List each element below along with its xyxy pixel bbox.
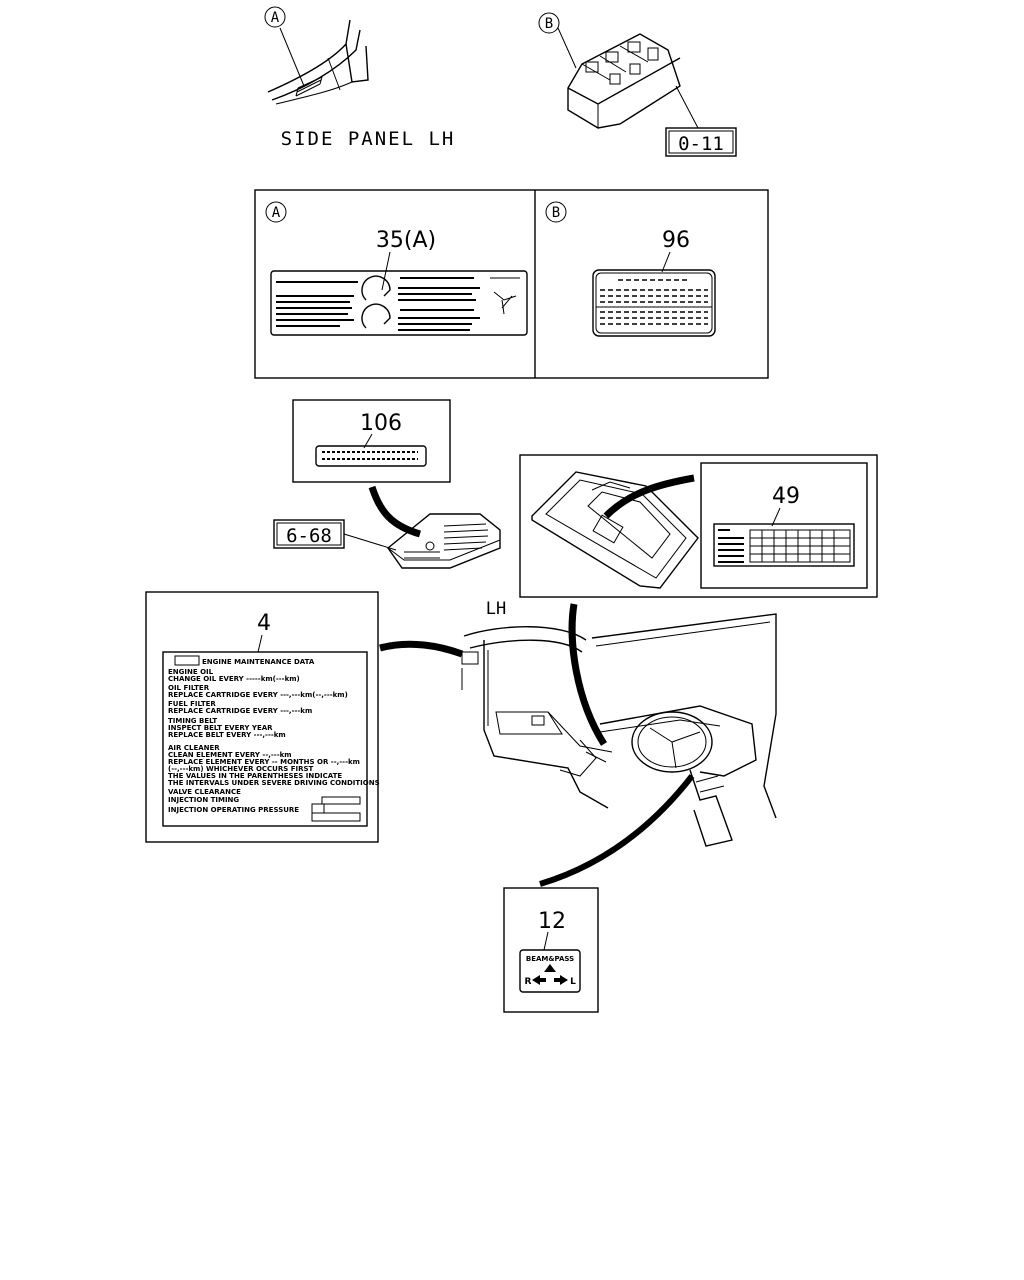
label-4-line: ENGINE OIL (168, 668, 214, 676)
ref-6-68-inner (276, 522, 342, 546)
callout-b-circle-panel (545, 201, 567, 223)
side-panel-sketch (267, 19, 369, 105)
part-96-leader (661, 251, 671, 273)
part-49-leader (771, 507, 781, 527)
ref-0-11: 0-11 (678, 133, 724, 155)
callout-b-top: B (545, 16, 553, 32)
label-4-border (162, 651, 368, 827)
pointer-4 (379, 640, 464, 658)
label-4-line: INJECTION OPERATING PRESSURE (168, 806, 299, 814)
ref-6-68-leader (343, 533, 397, 551)
label-96-graphic (592, 269, 716, 337)
labels-panel (254, 189, 769, 379)
part-4-number: 4 (257, 611, 271, 636)
callout-a-top: A (271, 10, 280, 26)
ref-6-68: 6-68 (286, 525, 332, 547)
callout-b-circle-top (538, 12, 560, 34)
callout-a-panel: A (272, 205, 281, 221)
label-4-line: INSPECT BELT EVERY YEAR (168, 724, 273, 732)
part-96-number: 96 (662, 228, 690, 253)
label-4-logo (174, 655, 200, 666)
pointer-12 (539, 774, 695, 887)
label-12-left: R (525, 977, 532, 987)
pointer-49 (603, 474, 695, 519)
label-4-line: INJECTION TIMING (168, 796, 239, 804)
ref-0-11-box (665, 127, 737, 157)
pointer-49-to-cab (568, 603, 607, 746)
label-106-graphic (315, 445, 427, 467)
label-4-title: ENGINE MAINTENANCE DATA (202, 658, 315, 666)
label-4-line: REPLACE CARTRIDGE EVERY ---,---km(--,---… (168, 691, 348, 699)
label-4-line: VALVE CLEARANCE (168, 788, 241, 796)
part-4-leader (257, 634, 263, 653)
label-4-line: AIR CLEANER (168, 744, 220, 752)
label-4-line: REPLACE CARTRIDGE EVERY ---,---km (168, 707, 312, 715)
label-49-graphic (713, 523, 855, 567)
label-12-top: BEAM&PASS (526, 955, 574, 963)
arrow-up-icon (544, 964, 556, 972)
side-panel-label: SIDE PANEL LH (281, 128, 456, 150)
label-4-value-boxes (311, 796, 361, 822)
label-4-line: FUEL FILTER (168, 700, 216, 708)
label-4-line: REPLACE ELEMENT EVERY -- MONTHS OR --,--… (168, 758, 360, 766)
cab-interior-sketch (461, 613, 777, 847)
glove-box-sketch (531, 471, 699, 589)
callout-a-circle-top (264, 6, 286, 28)
label-4-line: (--,---km) WHICHEVER OCCURS FIRST (168, 765, 314, 773)
part-4-box (145, 591, 379, 843)
label-35a-graphic (270, 270, 528, 336)
arrow-left-icon (532, 975, 546, 985)
label-4-line: OIL FILTER (168, 684, 210, 692)
part-106-number: 106 (360, 411, 402, 436)
part-35a-number: 35(A) (376, 228, 436, 253)
lh-label: LH (486, 599, 506, 619)
part-12-number: 12 (538, 909, 566, 934)
part-106-box (292, 399, 451, 483)
part-12-leader (543, 931, 549, 951)
ref-0-11-inner (668, 130, 734, 154)
label-12-right: L (570, 977, 576, 987)
room-lamp-sketch (387, 513, 501, 569)
part-12-box (503, 887, 599, 1013)
fuse-box-sketch (557, 27, 699, 129)
label-4-line: TIMING BELT (168, 717, 217, 725)
label-12-graphic (519, 949, 581, 993)
callout-a-circle-panel (265, 201, 287, 223)
part-49-panel (519, 454, 878, 598)
label-4-line: CLEAN ELEMENT EVERY --,---km (168, 751, 292, 759)
callout-b-panel: B (552, 205, 560, 221)
label-4-line: CHANGE OIL EVERY -----km(---km) (168, 675, 300, 683)
label-4-lines: ENGINE OIL CHANGE OIL EVERY -----km(---k… (168, 668, 380, 814)
pointer-106 (368, 485, 422, 538)
part-49-number: 49 (772, 484, 800, 509)
label-4-line: THE INTERVALS UNDER SEVERE DRIVING CONDI… (168, 779, 380, 787)
part-49-box (700, 462, 868, 589)
label-4-line: REPLACE BELT EVERY ---,---km (168, 731, 286, 739)
arrow-right-icon (554, 975, 568, 985)
label-4-line: THE VALUES IN THE PARENTHESES INDICATE (168, 772, 342, 780)
